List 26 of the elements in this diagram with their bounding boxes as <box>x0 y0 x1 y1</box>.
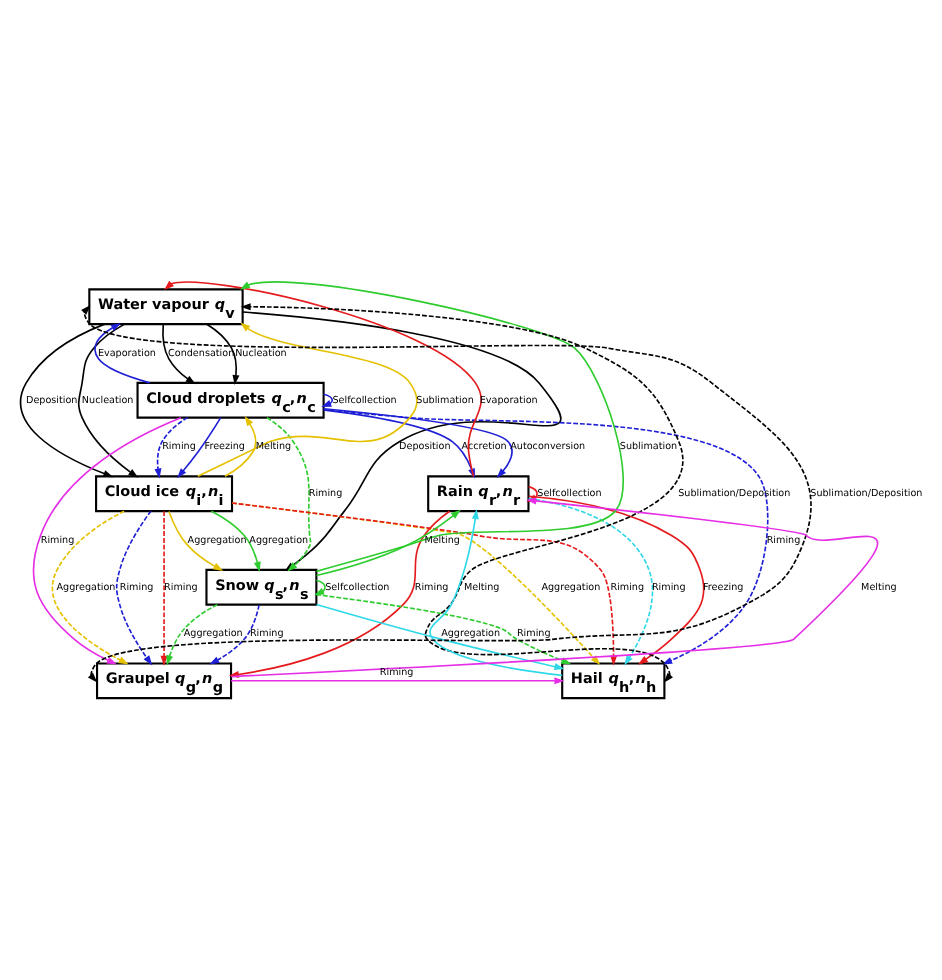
arrow <box>81 304 812 683</box>
arrow <box>160 510 168 666</box>
arrow <box>240 303 684 683</box>
arrow <box>77 323 139 478</box>
arrow <box>162 323 196 385</box>
arrow <box>168 510 224 571</box>
arrow <box>315 593 572 665</box>
arrow <box>314 579 326 596</box>
arrow <box>177 416 222 479</box>
arrow <box>166 603 219 666</box>
arrow <box>196 322 418 478</box>
arrow <box>429 509 563 677</box>
arrow <box>206 323 240 386</box>
arrow <box>94 323 151 384</box>
arrow <box>115 510 153 666</box>
arrow <box>32 416 182 665</box>
arrow <box>51 510 129 665</box>
arrow <box>154 416 189 479</box>
arrow <box>19 323 114 478</box>
arrow <box>321 393 334 408</box>
arrow <box>230 677 565 685</box>
arrow <box>224 415 257 478</box>
arrow <box>209 604 260 665</box>
arrow <box>315 603 565 671</box>
arrow <box>315 509 461 577</box>
arrow <box>210 510 261 572</box>
